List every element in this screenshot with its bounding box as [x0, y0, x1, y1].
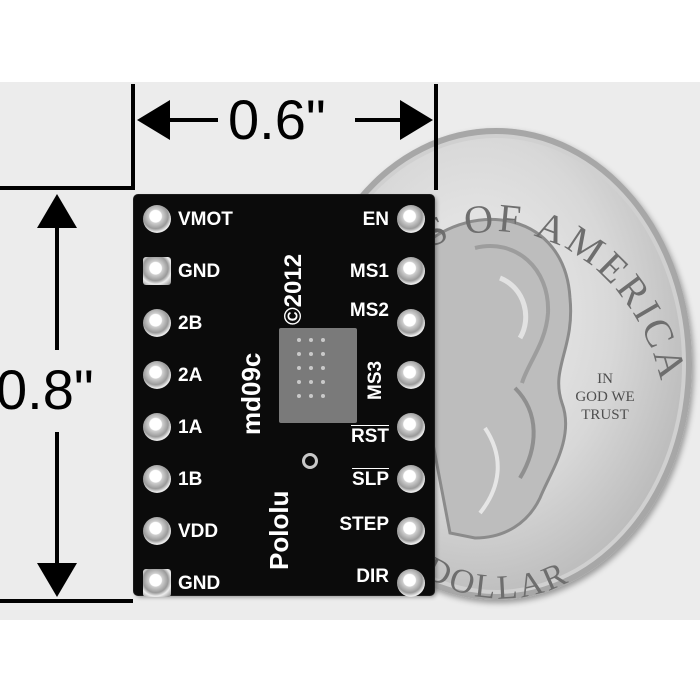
- pin-hole: [397, 569, 425, 597]
- pin-label-right: DIR: [356, 566, 389, 587]
- width-arrowhead-right: [400, 100, 433, 140]
- pin-label-left: GND: [178, 261, 221, 282]
- chip-pad-dot: [297, 380, 301, 384]
- driver-board: VMOT GND 2B 2A 1A 1B VDD GND EN MS1 MS2 …: [134, 195, 434, 597]
- pin-hole: [397, 309, 425, 337]
- pin-hole: [143, 517, 171, 545]
- board-copyright: ©2012: [280, 253, 307, 325]
- height-dimension-label: 0.8": [0, 358, 94, 421]
- pin-label-right: SLP: [352, 469, 389, 490]
- chip-pad-dot: [321, 380, 325, 384]
- pin-label-left: 2B: [178, 313, 203, 334]
- pin-hole: [143, 569, 171, 597]
- portrait-relief: [418, 217, 573, 540]
- pin-hole: [397, 465, 425, 493]
- chip-pad-dot: [309, 380, 313, 384]
- pin-label-left: 2A: [178, 365, 203, 386]
- chip-pad-dot: [297, 352, 301, 356]
- pin-label-right: EN: [362, 209, 389, 230]
- pin-hole: [397, 205, 425, 233]
- chip-pad-dot: [309, 366, 313, 370]
- pin-label-left: 1A: [178, 417, 203, 438]
- chip-pad-dot: [309, 338, 313, 342]
- pin-hole: [143, 205, 171, 233]
- pin-hole: [143, 361, 171, 389]
- pin-label-left: 1B: [178, 469, 203, 490]
- coin-motto-line1: IN: [597, 371, 613, 387]
- chip-pad-dot: [321, 352, 325, 356]
- pin-label-left: VMOT: [178, 209, 233, 230]
- pin-label-left: GND: [178, 573, 221, 594]
- board-brand: Pololu: [264, 490, 294, 570]
- coin-motto-line3: TRUST: [581, 407, 629, 423]
- chip-pad-dot: [321, 338, 325, 342]
- pin-hole: [397, 413, 425, 441]
- pin-hole: [397, 257, 425, 285]
- chip-pad-dot: [309, 394, 313, 398]
- pin-hole: [397, 517, 425, 545]
- chip-pad-dot: [321, 394, 325, 398]
- pin-label-right: STEP: [339, 514, 389, 535]
- chip-pad-dot: [297, 338, 301, 342]
- board-model: md09c: [236, 352, 266, 435]
- height-arrowhead-top: [37, 194, 77, 228]
- pin-label-right: MS3: [365, 360, 386, 400]
- pin-hole: [143, 309, 171, 337]
- pin-label-right: MS1: [349, 261, 389, 282]
- pin-hole: [143, 465, 171, 493]
- pin-label-right: MS2: [349, 300, 389, 321]
- driver-chip-pad: [279, 328, 357, 423]
- width-arrowhead-left: [137, 100, 170, 140]
- pin-label-left: VDD: [178, 521, 219, 542]
- pin-hole: [397, 361, 425, 389]
- chip-pad-dot: [297, 394, 301, 398]
- board-via: [302, 453, 318, 469]
- chip-pad-dot: [321, 366, 325, 370]
- pin-label-right: RST: [351, 426, 389, 447]
- width-dimension-label: 0.6": [228, 88, 326, 151]
- pin-hole: [143, 257, 171, 285]
- chip-pad-dot: [309, 352, 313, 356]
- chip-pad-dot: [297, 366, 301, 370]
- pin-hole: [143, 413, 171, 441]
- height-arrowhead-bottom: [37, 563, 77, 597]
- coin-motto-line2: GOD WE: [575, 389, 634, 405]
